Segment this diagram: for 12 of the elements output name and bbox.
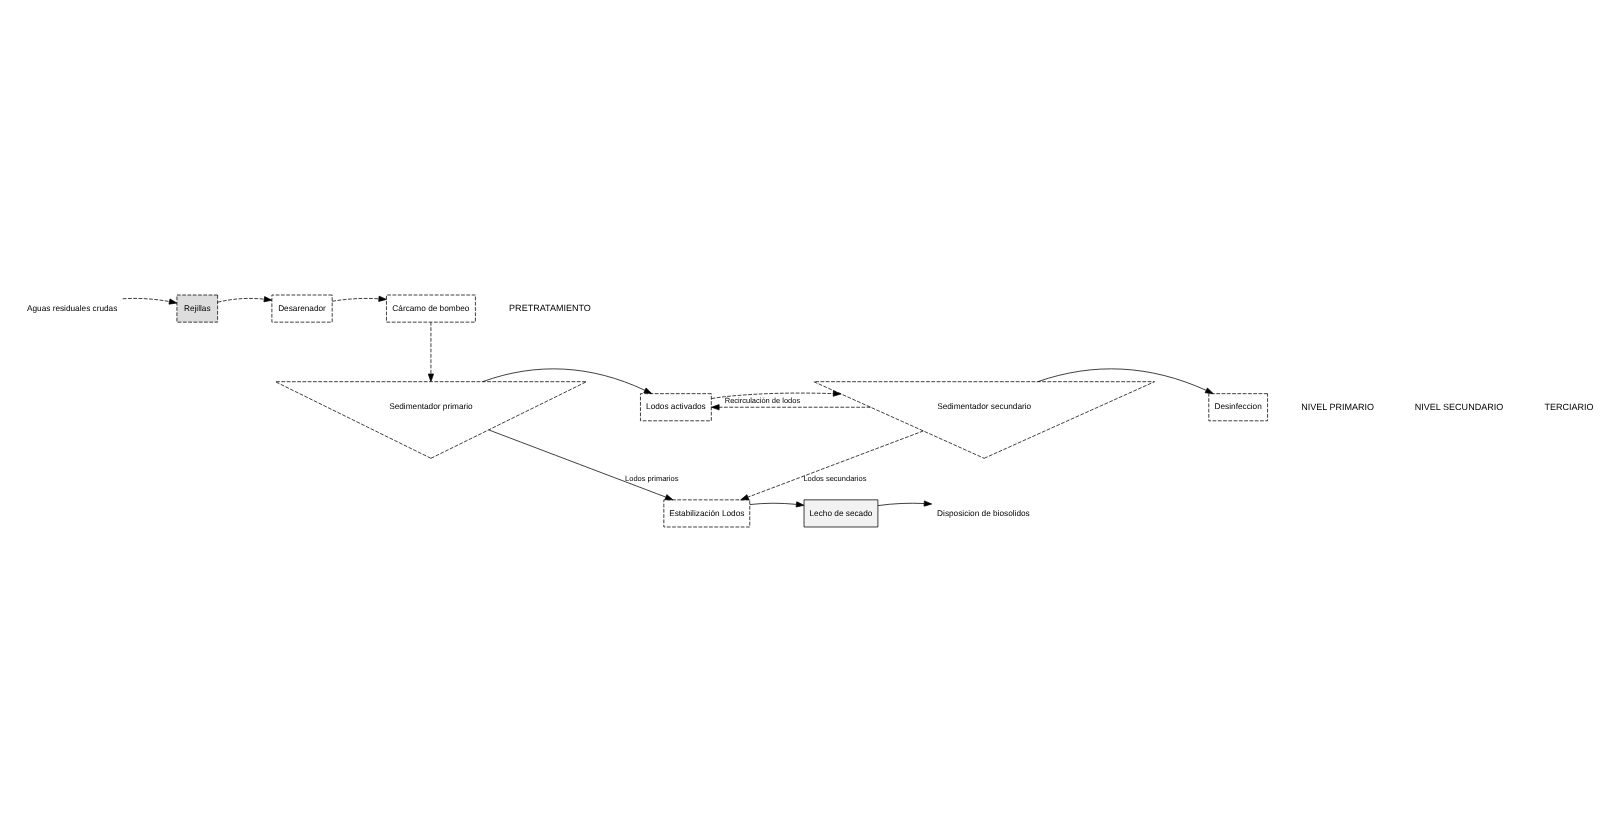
arrow xyxy=(217,295,273,302)
arrow xyxy=(711,389,842,398)
arrow xyxy=(427,320,434,381)
arrow xyxy=(122,297,178,304)
arrow xyxy=(1037,367,1214,393)
arrow xyxy=(749,500,805,507)
arrow xyxy=(331,294,387,301)
arrow xyxy=(482,367,653,393)
arrow xyxy=(740,429,924,500)
arrow xyxy=(711,403,871,410)
arrow xyxy=(488,428,674,500)
arrow xyxy=(877,499,933,506)
